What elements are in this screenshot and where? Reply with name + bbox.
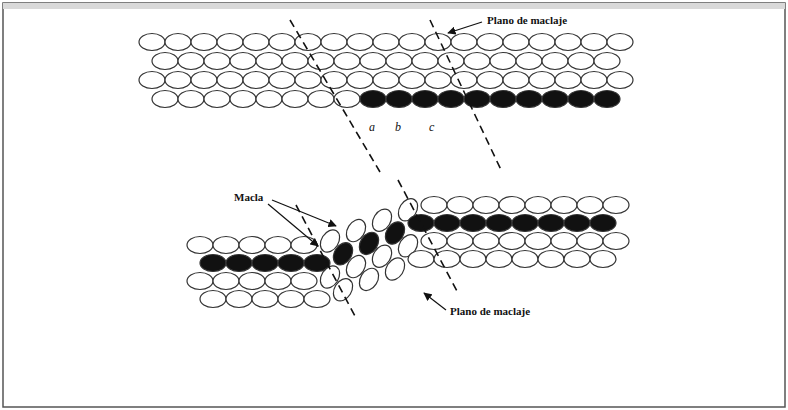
top-band — [3, 3, 785, 9]
leader-lines — [268, 22, 482, 310]
twin-label: Macla — [232, 191, 265, 204]
atom-lattice — [139, 34, 633, 108]
twin-plane-lines — [290, 20, 502, 318]
frame — [3, 3, 785, 407]
position-letter: b — [393, 121, 403, 134]
plane-label: Plano de maclaje — [448, 305, 532, 318]
plane-label: Plano de maclaje — [485, 14, 569, 27]
position-letter: a — [367, 121, 377, 134]
twinned-lattice — [187, 195, 629, 307]
position-letter: c — [427, 121, 436, 134]
